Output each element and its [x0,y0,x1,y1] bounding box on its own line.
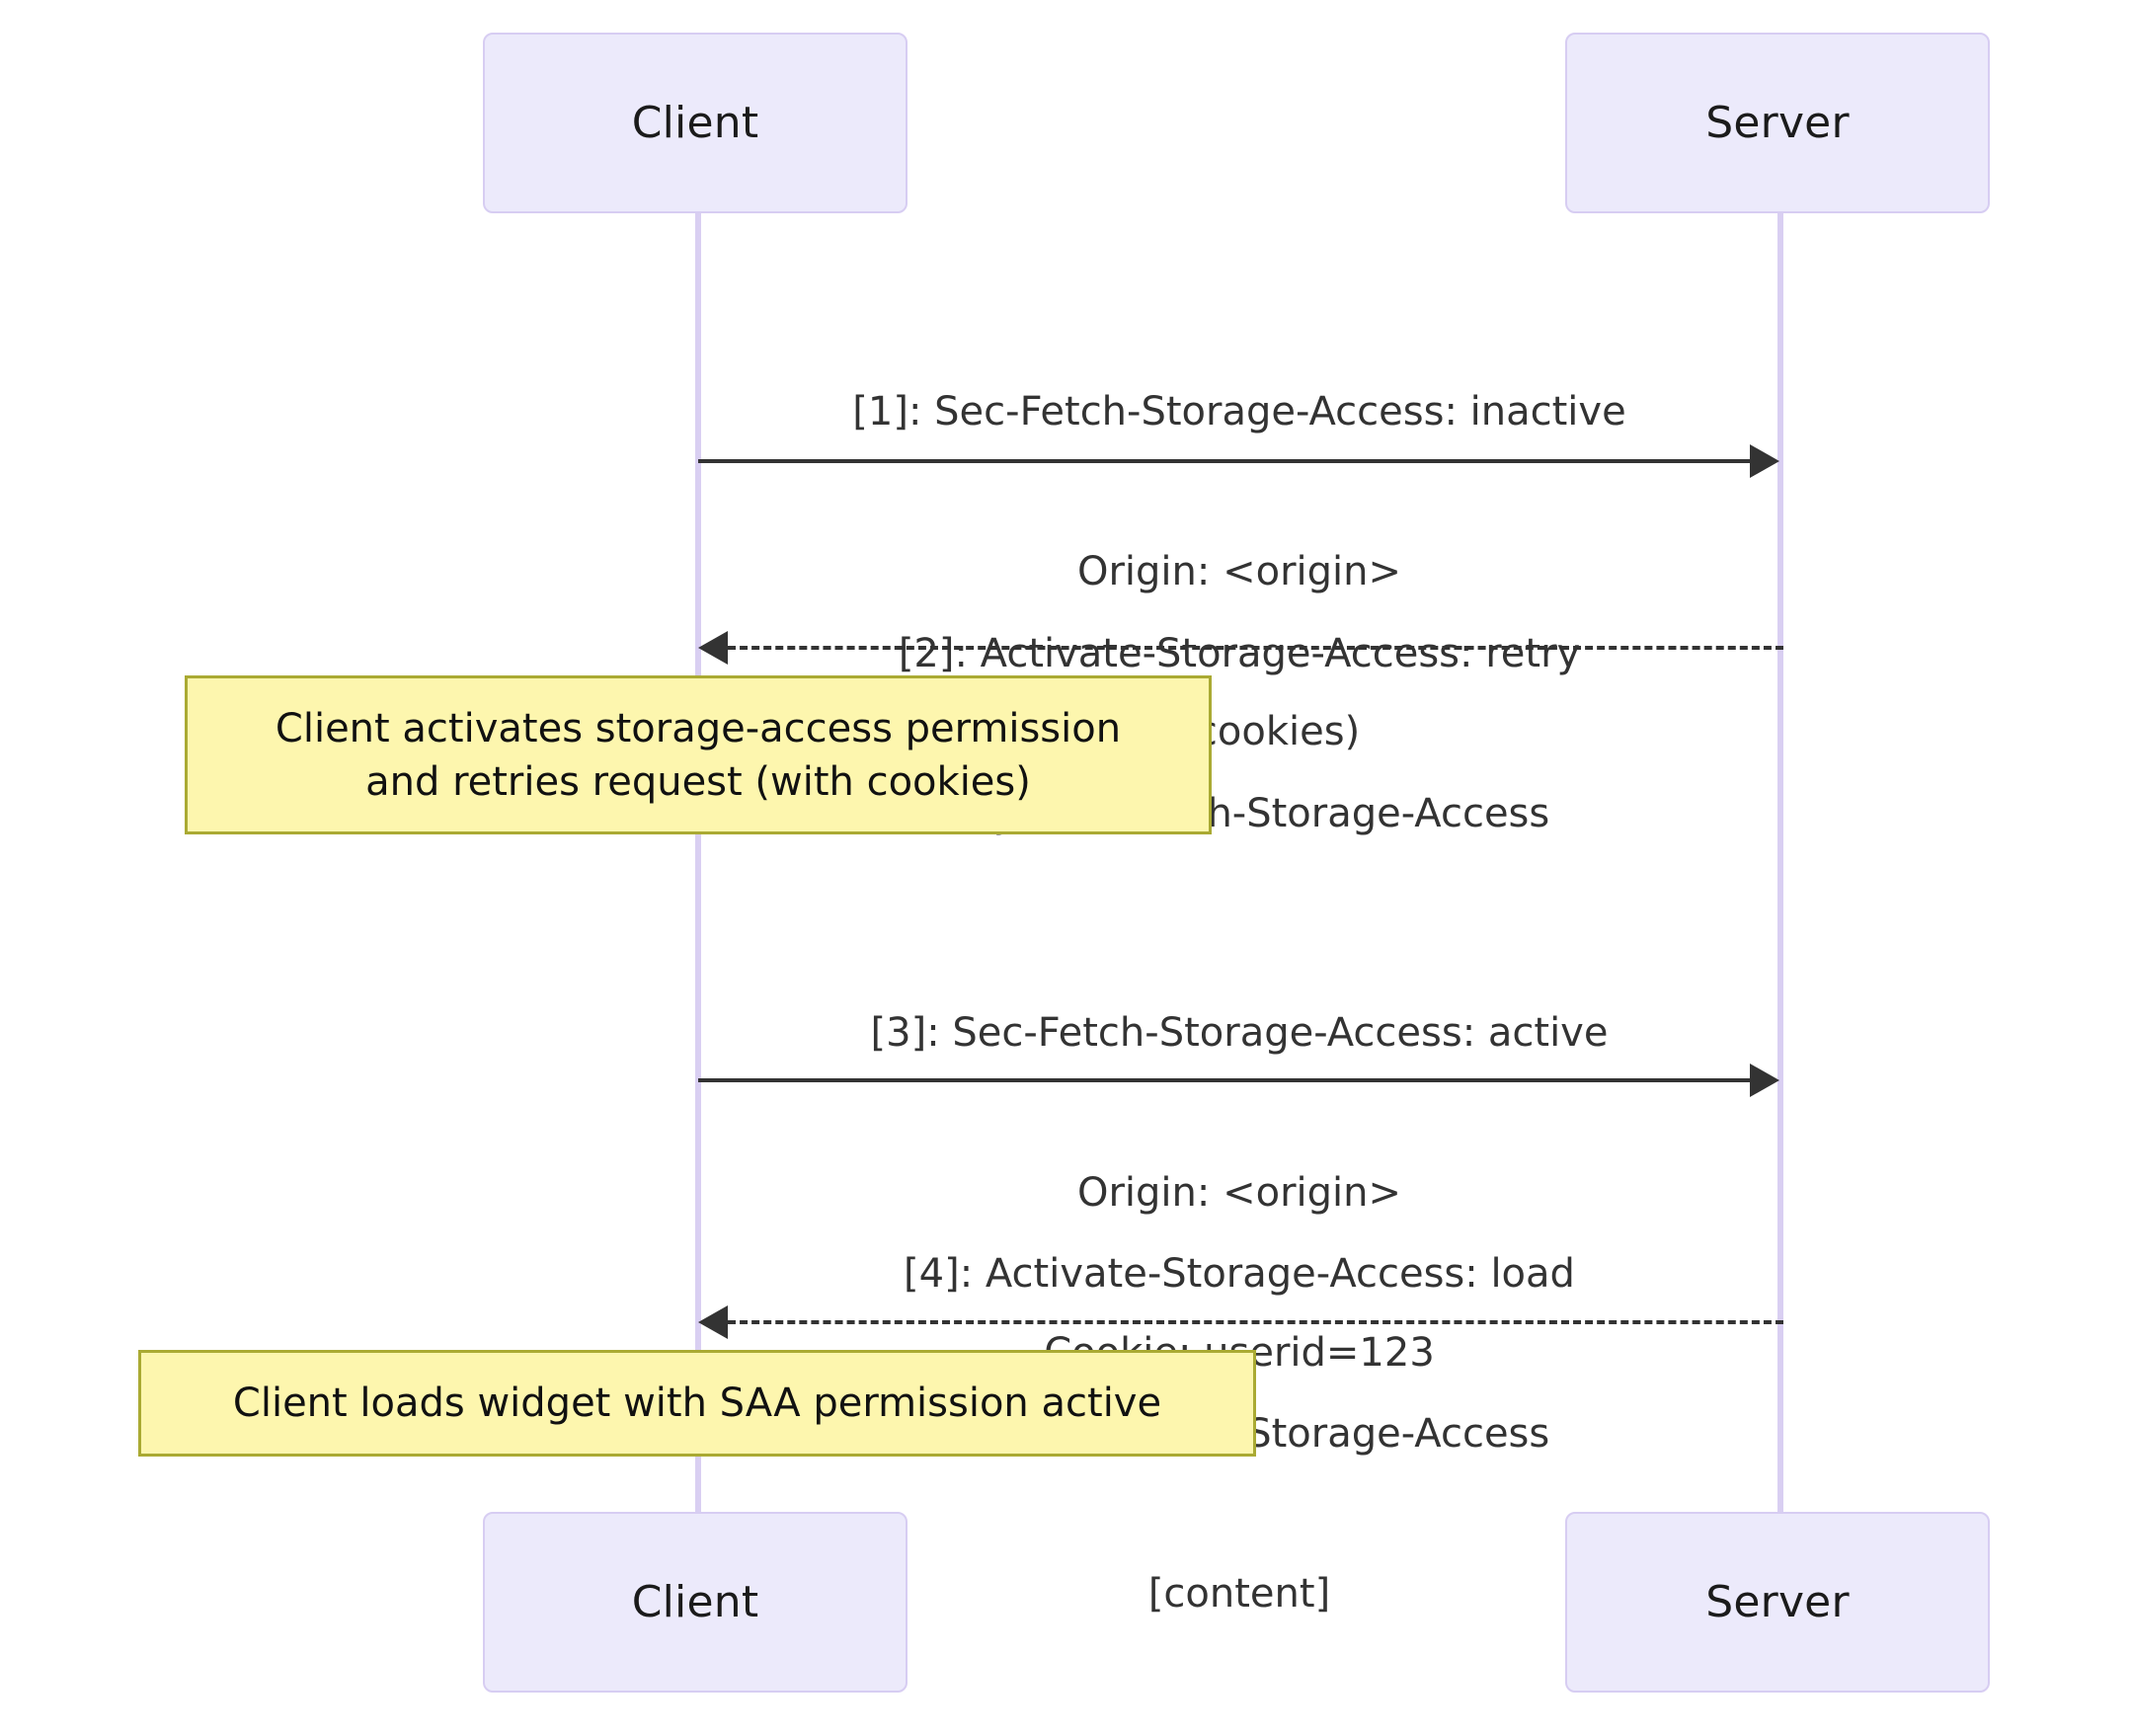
message-3-label: [3]: Sec-Fetch-Storage-Access: active Or… [698,900,1780,1486]
lifeline-server [1777,213,1783,1513]
message-3-line-2: Origin: <origin> [1076,1170,1401,1216]
message-2-arrow-head [698,631,728,665]
participant-client-bottom-label: Client [631,1576,759,1627]
message-3-arrow-head [1750,1064,1779,1097]
message-1-label: [1]: Sec-Fetch-Storage-Access: inactive … [698,278,1780,865]
message-2-label: [2]: Activate-Storage-Access: retry Vary… [698,520,1780,947]
note-activate-text: Client activates storage-access permissi… [275,705,1122,805]
participant-server-bottom[interactable]: Server [1565,1512,1990,1693]
message-3-line-1: [3]: Sec-Fetch-Storage-Access: active [870,1010,1609,1056]
message-1-arrow-line [698,459,1750,463]
message-4-arrow-head [698,1305,728,1339]
participant-server-bottom-label: Server [1705,1576,1850,1627]
lifeline-client [695,213,701,1513]
message-3-arrow-line [698,1078,1750,1082]
participant-server-top[interactable]: Server [1565,33,1990,213]
message-4-line-3: [content] [1147,1571,1331,1617]
note-load: Client loads widget with SAA permission … [138,1350,1256,1457]
participant-server-top-label: Server [1705,97,1850,148]
message-4-line-1: [4]: Activate-Storage-Access: load [904,1251,1575,1297]
note-activate: Client activates storage-access permissi… [185,675,1212,834]
message-2-line-1: [2]: Activate-Storage-Access: retry [898,631,1581,676]
participant-client-top-label: Client [631,97,759,148]
participant-client-top[interactable]: Client [483,33,908,213]
message-2-arrow-line [728,646,1783,650]
note-load-text: Client loads widget with SAA permission … [232,1381,1162,1426]
message-1-arrow-head [1750,444,1779,478]
message-4-arrow-line [728,1320,1783,1324]
message-1-line-1: [1]: Sec-Fetch-Storage-Access: inactive [852,389,1626,434]
message-1-line-2: Origin: <origin> [1076,549,1401,594]
participant-client-bottom[interactable]: Client [483,1512,908,1693]
